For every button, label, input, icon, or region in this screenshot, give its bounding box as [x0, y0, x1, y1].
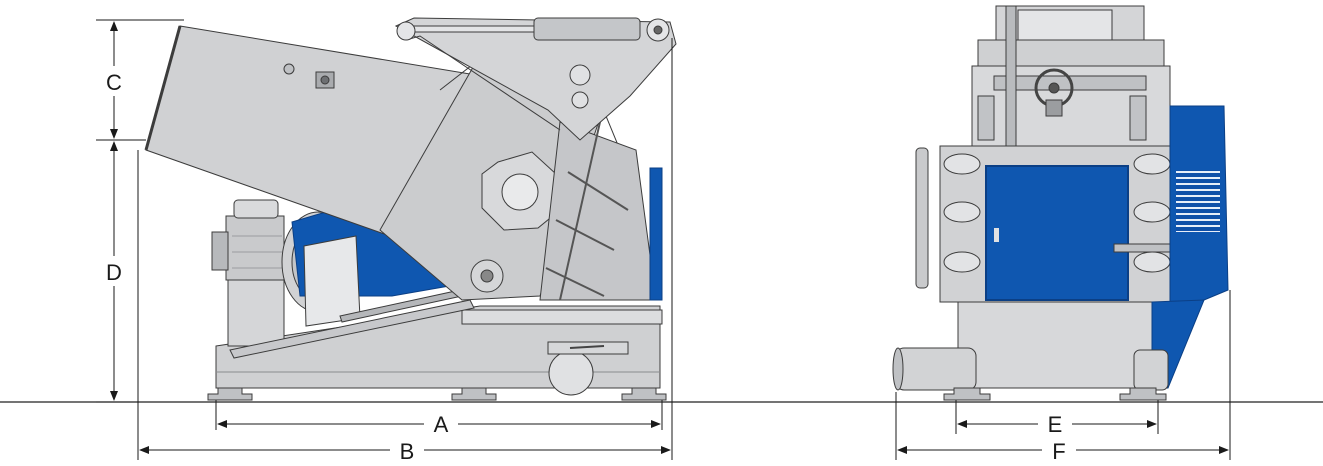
feet [207, 387, 667, 401]
drain-pot [548, 350, 594, 396]
motor-base [227, 279, 285, 347]
motor-body [225, 215, 285, 281]
dim-label-e: E [1048, 412, 1063, 437]
front-base [957, 301, 1153, 389]
base-plate [461, 309, 663, 325]
dim-label-f: F [1052, 439, 1065, 464]
hydraulic-arm-frame [394, 17, 677, 141]
motor-cap [233, 199, 279, 219]
intake-pipe [895, 347, 977, 391]
side-view-machine [144, 17, 677, 401]
guard-cover [303, 235, 361, 327]
blower-grill [1176, 170, 1220, 232]
dim-label-c: C [106, 70, 122, 95]
dim-label-d: D [106, 260, 122, 285]
front-view-machine [892, 5, 1229, 401]
dim-label-a: A [434, 412, 449, 437]
dim-label-b: B [400, 439, 415, 464]
blue-door [985, 165, 1129, 301]
hydraulic-cylinder [533, 17, 641, 41]
